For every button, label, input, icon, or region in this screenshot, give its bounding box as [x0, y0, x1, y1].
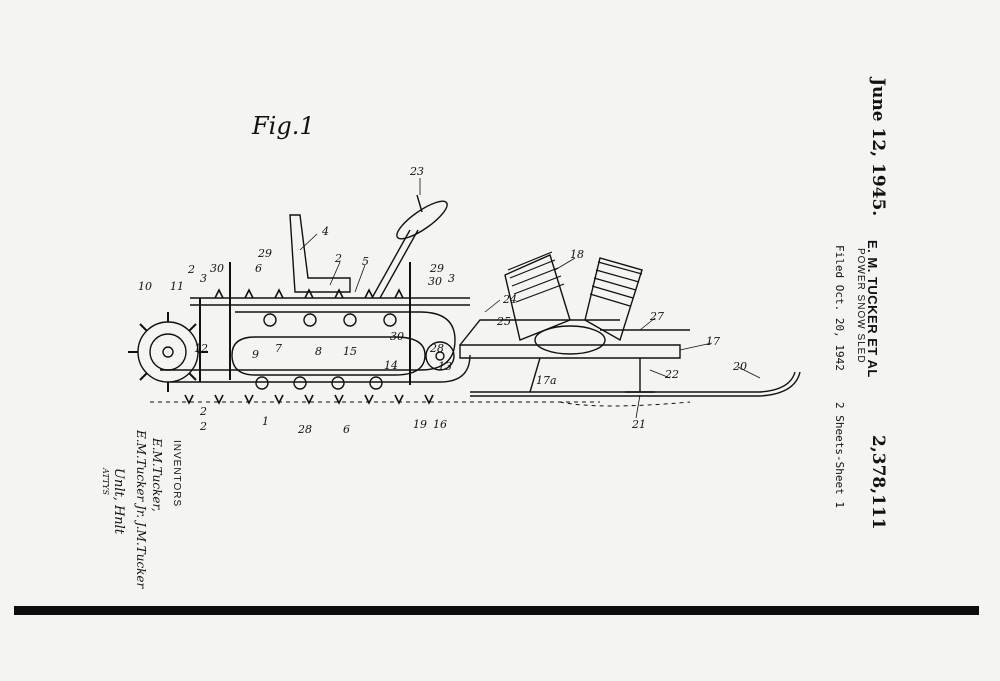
ref-numeral: 27	[649, 310, 664, 323]
seat	[289, 214, 351, 293]
ref-numeral: 5	[362, 255, 369, 268]
frame-rail	[190, 297, 470, 306]
inventor-signature: E.M.Tucker,	[150, 438, 164, 512]
attorneys-label: ATTYS	[101, 468, 110, 495]
front-ski	[470, 371, 801, 397]
ref-numeral: 12	[194, 342, 208, 355]
ref-numeral: 15	[343, 345, 357, 358]
ref-numeral: 2	[199, 405, 207, 418]
inventor-signature: E.M.Tucker Jr. J.M.Tucker	[134, 430, 148, 589]
track-inner-oval	[231, 336, 426, 376]
ref-numeral: 3	[448, 272, 455, 285]
ref-numeral: 21	[631, 418, 646, 431]
ref-numeral: 23	[409, 165, 424, 178]
ref-numeral: 22	[664, 368, 679, 381]
ref-numeral: 4	[321, 225, 329, 238]
ref-numeral: 19	[413, 418, 427, 431]
ref-numeral: 13	[438, 360, 452, 373]
ref-numeral: 2	[187, 263, 195, 276]
ref-numeral: 6	[343, 423, 350, 436]
front-deck	[459, 344, 681, 359]
ref-numeral: 30	[210, 262, 224, 275]
ref-numeral: 10	[138, 280, 152, 293]
ref-numeral: 7	[275, 342, 282, 355]
ref-numeral: 2	[334, 252, 342, 265]
ref-numeral: 1	[262, 415, 269, 428]
v-engine	[504, 251, 643, 355]
attorney-signature: Unlt, Hnlt	[111, 468, 126, 535]
ref-numeral: 29	[429, 262, 444, 275]
ref-numeral: 11	[170, 280, 184, 293]
steering-column	[371, 229, 419, 299]
ref-numeral: 9	[252, 348, 259, 361]
ref-numeral: 16	[433, 418, 447, 431]
ref-numeral: 14	[384, 359, 398, 372]
ref-numeral: 8	[315, 345, 322, 358]
ref-numeral: 3	[200, 272, 207, 285]
inventors-label: INVENTORS	[171, 440, 182, 508]
ref-numeral: 2	[199, 420, 207, 433]
ref-numeral: 6	[255, 262, 262, 275]
ref-numeral: 29	[257, 247, 272, 260]
steering-wheel	[396, 200, 448, 240]
ref-numeral: 28	[429, 342, 444, 355]
ref-numeral: 28	[297, 423, 312, 436]
page-bottom-rule	[14, 606, 979, 615]
ref-numeral: 17	[706, 335, 720, 348]
ref-numeral: 30	[428, 275, 442, 288]
ref-numeral: 30	[390, 330, 404, 343]
ref-numeral: 24	[502, 293, 517, 306]
drive-sprocket	[425, 341, 455, 371]
ref-numeral: 20	[732, 360, 747, 373]
ref-numeral: 18	[570, 248, 584, 261]
figure-label: Fig.1	[252, 112, 315, 140]
ref-numeral: 17a	[536, 374, 557, 387]
ref-numeral: 25	[496, 315, 511, 328]
